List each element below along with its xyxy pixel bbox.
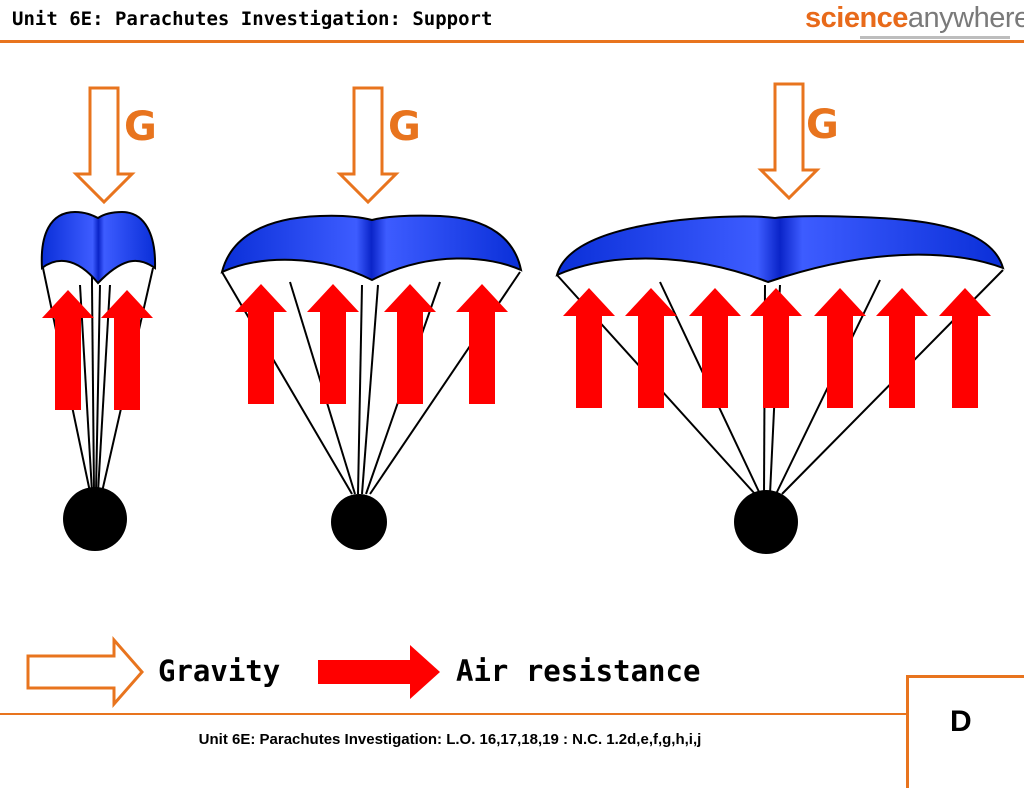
air-resistance-arrow	[939, 288, 991, 408]
load-weight-2	[331, 494, 387, 550]
legend-air-resistance-arrow	[318, 645, 440, 699]
science-anywhere-logo: scienceanywhere	[805, 2, 1024, 35]
header-divider	[0, 40, 1024, 43]
gravity-label-2: G	[388, 104, 421, 150]
air-resistance-arrow	[750, 288, 802, 408]
air-resistance-arrow	[42, 290, 94, 410]
footer-divider	[0, 713, 1024, 715]
logo-part-anywhere: anywhere	[907, 2, 1024, 34]
legend-gravity-label: Gravity	[158, 654, 281, 688]
air-resistance-arrow	[689, 288, 741, 408]
air-resistance-arrow	[101, 290, 153, 410]
canopy-1	[40, 210, 157, 285]
page-title: Unit 6E: Parachutes Investigation: Suppo…	[12, 8, 493, 30]
logo-part-science: science	[805, 2, 908, 34]
gravity-label-3: G	[806, 102, 839, 148]
gravity-arrow-1	[72, 86, 136, 205]
slide-letter: D	[950, 705, 972, 738]
canopy-2	[220, 214, 523, 282]
air-resistance-arrow	[384, 284, 436, 404]
air-resistance-arrow	[307, 284, 359, 404]
air-resistance-arrows-2	[235, 284, 508, 404]
legend-gravity-arrow	[26, 636, 144, 708]
gravity-arrow-3	[757, 82, 821, 201]
gravity-arrow-2	[336, 86, 400, 205]
air-resistance-arrow	[563, 288, 615, 408]
gravity-label-1: G	[124, 104, 157, 150]
parachute-small: G	[40, 86, 157, 551]
load-weight-3	[734, 490, 798, 554]
air-resistance-arrow	[876, 288, 928, 408]
air-resistance-arrow	[814, 288, 866, 408]
canopy-3	[555, 215, 1005, 284]
parachute-medium: G	[220, 86, 523, 550]
logo-underline	[860, 36, 1010, 39]
air-resistance-arrows-3	[563, 288, 991, 408]
load-weight-1	[63, 487, 127, 551]
air-resistance-arrows-1	[42, 290, 153, 410]
air-resistance-arrow	[235, 284, 287, 404]
parachutes-diagram: G G	[26, 82, 1005, 708]
footer-text: Unit 6E: Parachutes Investigation: L.O. …	[198, 731, 702, 748]
legend-air-resistance-label: Air resistance	[456, 654, 701, 688]
air-resistance-arrow	[625, 288, 677, 408]
air-resistance-arrow	[456, 284, 508, 404]
parachute-large: G	[555, 82, 1005, 554]
